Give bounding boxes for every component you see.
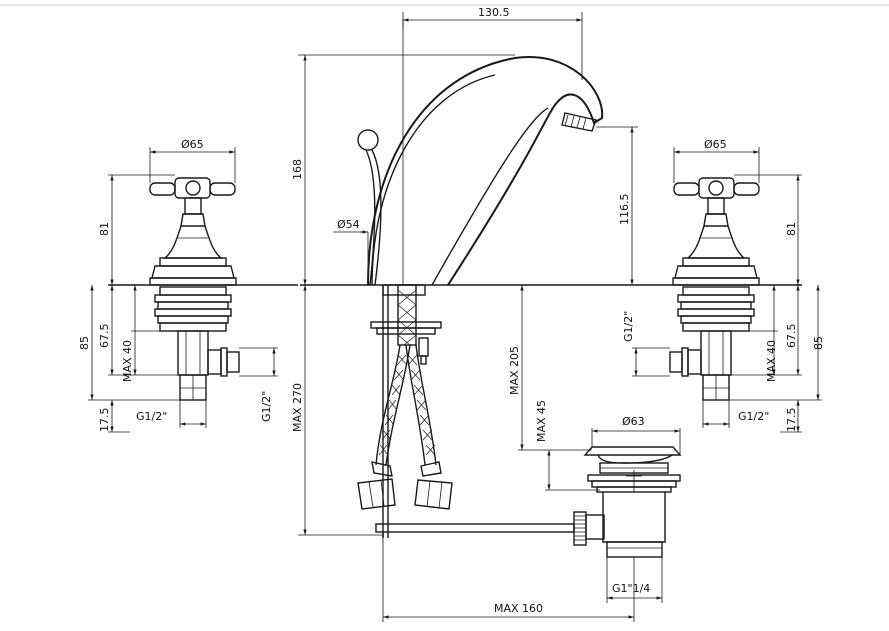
aerator: [561, 112, 597, 132]
dim-handle-diameter-right: Ø65: [704, 138, 727, 151]
dim-g12-right-h: G1/2": [738, 410, 769, 423]
center-dimensions: 130.5 168 Ø54 116.5 MAX 270 MAX 205 MAX …: [291, 6, 681, 622]
spout-body: [367, 55, 604, 286]
dim-below-deck-left: 85: [78, 336, 91, 350]
left-dimensions: Ø65 81 85 67.5 MAX 40 17.5 G1/2" G1/2": [78, 138, 278, 433]
dim-shank-right: 67.5: [785, 324, 798, 349]
dim-waste-diameter: Ø63: [622, 415, 645, 428]
dim-waste-thread: G1"1/4: [612, 582, 650, 595]
dim-max-160: MAX 160: [494, 602, 543, 615]
left-valve-assembly: [108, 177, 298, 401]
dim-shank-left: 67.5: [98, 324, 111, 349]
dim-base-diameter: Ø54: [337, 218, 360, 231]
under-deck-fittings: [357, 284, 453, 538]
dim-thread-left: 17.5: [98, 408, 111, 433]
popup-lever: [357, 129, 382, 286]
dim-g12-left-v: G1/2": [260, 391, 273, 422]
dim-max-45: MAX 45: [535, 400, 548, 442]
spout-assembly: [300, 18, 638, 538]
dim-spout-height: 116.5: [618, 194, 631, 226]
dim-max-270: MAX 270: [291, 383, 304, 432]
dim-g12-right-v: G1/2": [622, 311, 635, 342]
waste-assembly: [573, 446, 682, 558]
dim-below-deck-right: 85: [812, 336, 825, 350]
pull-rod: [375, 523, 575, 538]
dim-total-height: 168: [291, 159, 304, 180]
dim-g12-left-h: G1/2": [136, 410, 167, 423]
dim-handle-height-right: 81: [785, 222, 798, 236]
dim-spout-reach: 130.5: [478, 6, 510, 19]
dim-max-205: MAX 205: [508, 346, 521, 395]
right-dimensions: Ø65 81 85 67.5 MAX 40 17.5 G1/2" G1/2": [622, 138, 825, 433]
dim-handle-diameter-left: Ø65: [181, 138, 204, 151]
dim-handle-height-left: 81: [98, 222, 111, 236]
dim-max40-left: MAX 40: [121, 340, 134, 382]
dim-thread-right: 17.5: [785, 408, 798, 433]
dim-max40-right: MAX 40: [765, 340, 778, 382]
